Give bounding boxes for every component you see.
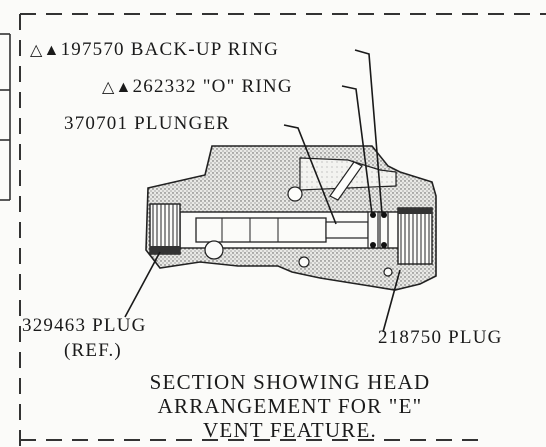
open-triangle-icon: △ (30, 42, 44, 59)
right-plug (397, 207, 433, 265)
margin-ticks (0, 33, 11, 201)
o-ring-callout: △▲262332 "O" RING (102, 77, 293, 96)
plug-left-ref-label: (REF.) (64, 340, 122, 361)
caption-line-1: SECTION SHOWING HEAD (149, 370, 431, 394)
caption-line-2: ARRANGEMENT FOR "E" (157, 394, 423, 418)
backup-ring-callout: △▲197570 BACK-UP RING (30, 40, 279, 59)
plug-left-label: 329463 PLUG (22, 315, 147, 336)
dashed-frame (19, 13, 546, 447)
plunger-label: 370701 PLUNGER (64, 113, 231, 134)
caption-line-3: VENT FEATURE. (203, 418, 377, 442)
leader-lines (124, 49, 401, 333)
o-ring-label: 262332 "O" RING (132, 76, 293, 97)
seal-rings (367, 211, 389, 249)
plug-right-label: 218750 PLUG (378, 327, 503, 348)
filled-triangle-icon: ▲ (43, 42, 61, 59)
backup-ring-label: 197570 BACK-UP RING (60, 39, 280, 60)
left-plug (149, 203, 181, 255)
plunger-part (195, 217, 369, 260)
open-triangle-icon: △ (102, 79, 116, 96)
filled-triangle-icon: ▲ (115, 79, 133, 96)
